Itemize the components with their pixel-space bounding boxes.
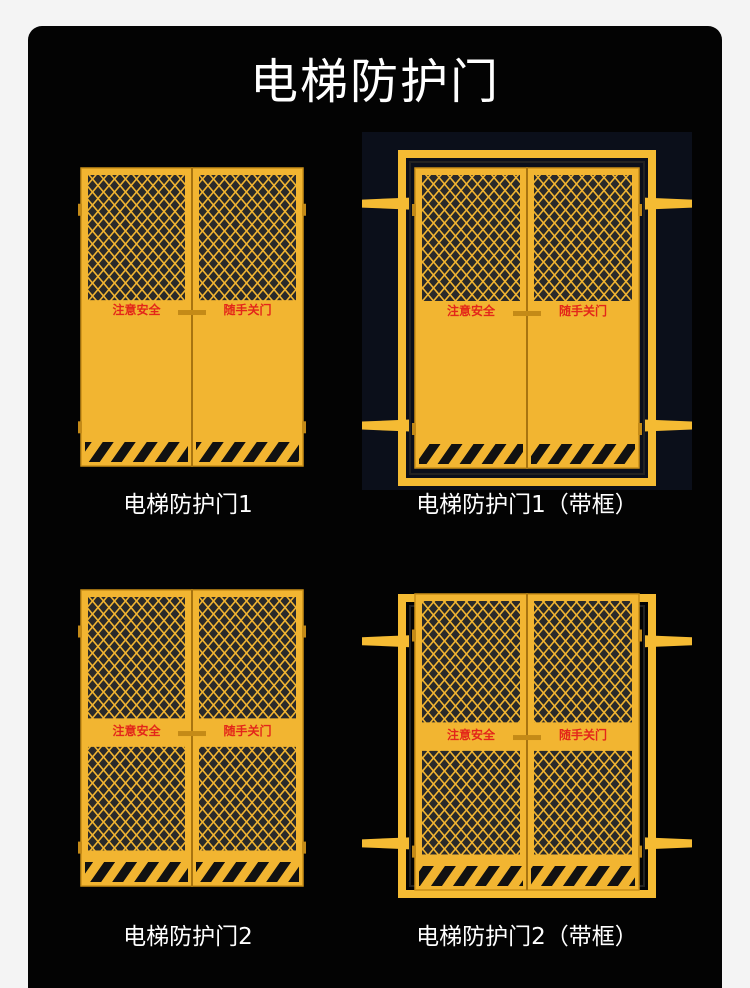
product-caption-1: 电梯防护门1 — [123, 492, 253, 518]
warning-label: 随手关门 — [559, 727, 607, 742]
product-caption-2: 电梯防护门1（带框） — [416, 492, 638, 518]
mesh-panel — [199, 746, 296, 851]
hinge — [412, 423, 416, 435]
mesh-panel — [199, 175, 296, 301]
warning-label: 注意安全 — [447, 303, 496, 318]
mesh-panel — [88, 746, 185, 851]
mesh-panel — [422, 601, 520, 723]
hinge — [638, 204, 642, 216]
hinge — [302, 203, 306, 216]
warning-label: 注意安全 — [112, 723, 161, 738]
door-image-4: 注意安全 随手关门 — [362, 593, 692, 898]
hinge — [78, 421, 82, 434]
mesh-panel — [88, 597, 185, 719]
hinge — [78, 203, 82, 216]
hazard-stripe — [196, 862, 299, 882]
hazard-stripe — [419, 866, 523, 886]
door-image-3: 注意安全 随手关门 — [78, 589, 306, 887]
product-caption-4: 电梯防护门2（带框） — [416, 924, 638, 950]
mesh-panel — [422, 175, 520, 301]
warning-label: 随手关门 — [223, 723, 271, 738]
product-caption-3: 电梯防护门2 — [123, 924, 253, 950]
latch — [513, 735, 541, 741]
hinge — [302, 625, 306, 638]
hinge — [638, 845, 642, 858]
mesh-panel — [534, 175, 632, 301]
mesh-panel — [199, 597, 296, 719]
hinge — [412, 845, 416, 858]
door-frame — [398, 150, 656, 486]
mesh-panel — [534, 750, 632, 855]
hinge — [638, 423, 642, 435]
door-image-2: 注意安全 随手关门 — [362, 132, 692, 490]
warning-label: 注意安全 — [112, 302, 161, 317]
hazard-stripe — [196, 442, 299, 462]
mesh-panel — [88, 175, 185, 301]
hazard-stripe — [419, 444, 523, 464]
latch — [513, 311, 541, 316]
hinge — [302, 421, 306, 434]
hazard-stripe — [531, 444, 635, 464]
hinge — [78, 625, 82, 638]
warning-label: 随手关门 — [559, 303, 607, 318]
hinge — [412, 629, 416, 642]
warning-label: 注意安全 — [447, 727, 496, 742]
door-image-1: 注意安全 随手关门 — [78, 167, 306, 467]
hazard-stripe — [85, 442, 188, 462]
mesh-panel — [422, 750, 520, 855]
latch — [178, 731, 206, 737]
latch — [178, 310, 206, 316]
hinge — [78, 841, 82, 854]
hinge — [412, 204, 416, 216]
hinge — [302, 841, 306, 854]
mesh-panel — [534, 601, 632, 723]
hazard-stripe — [531, 866, 635, 886]
page-title: 电梯防护门 — [249, 54, 500, 110]
warning-label: 随手关门 — [223, 302, 271, 317]
hazard-stripe — [85, 862, 188, 882]
hinge — [638, 629, 642, 642]
